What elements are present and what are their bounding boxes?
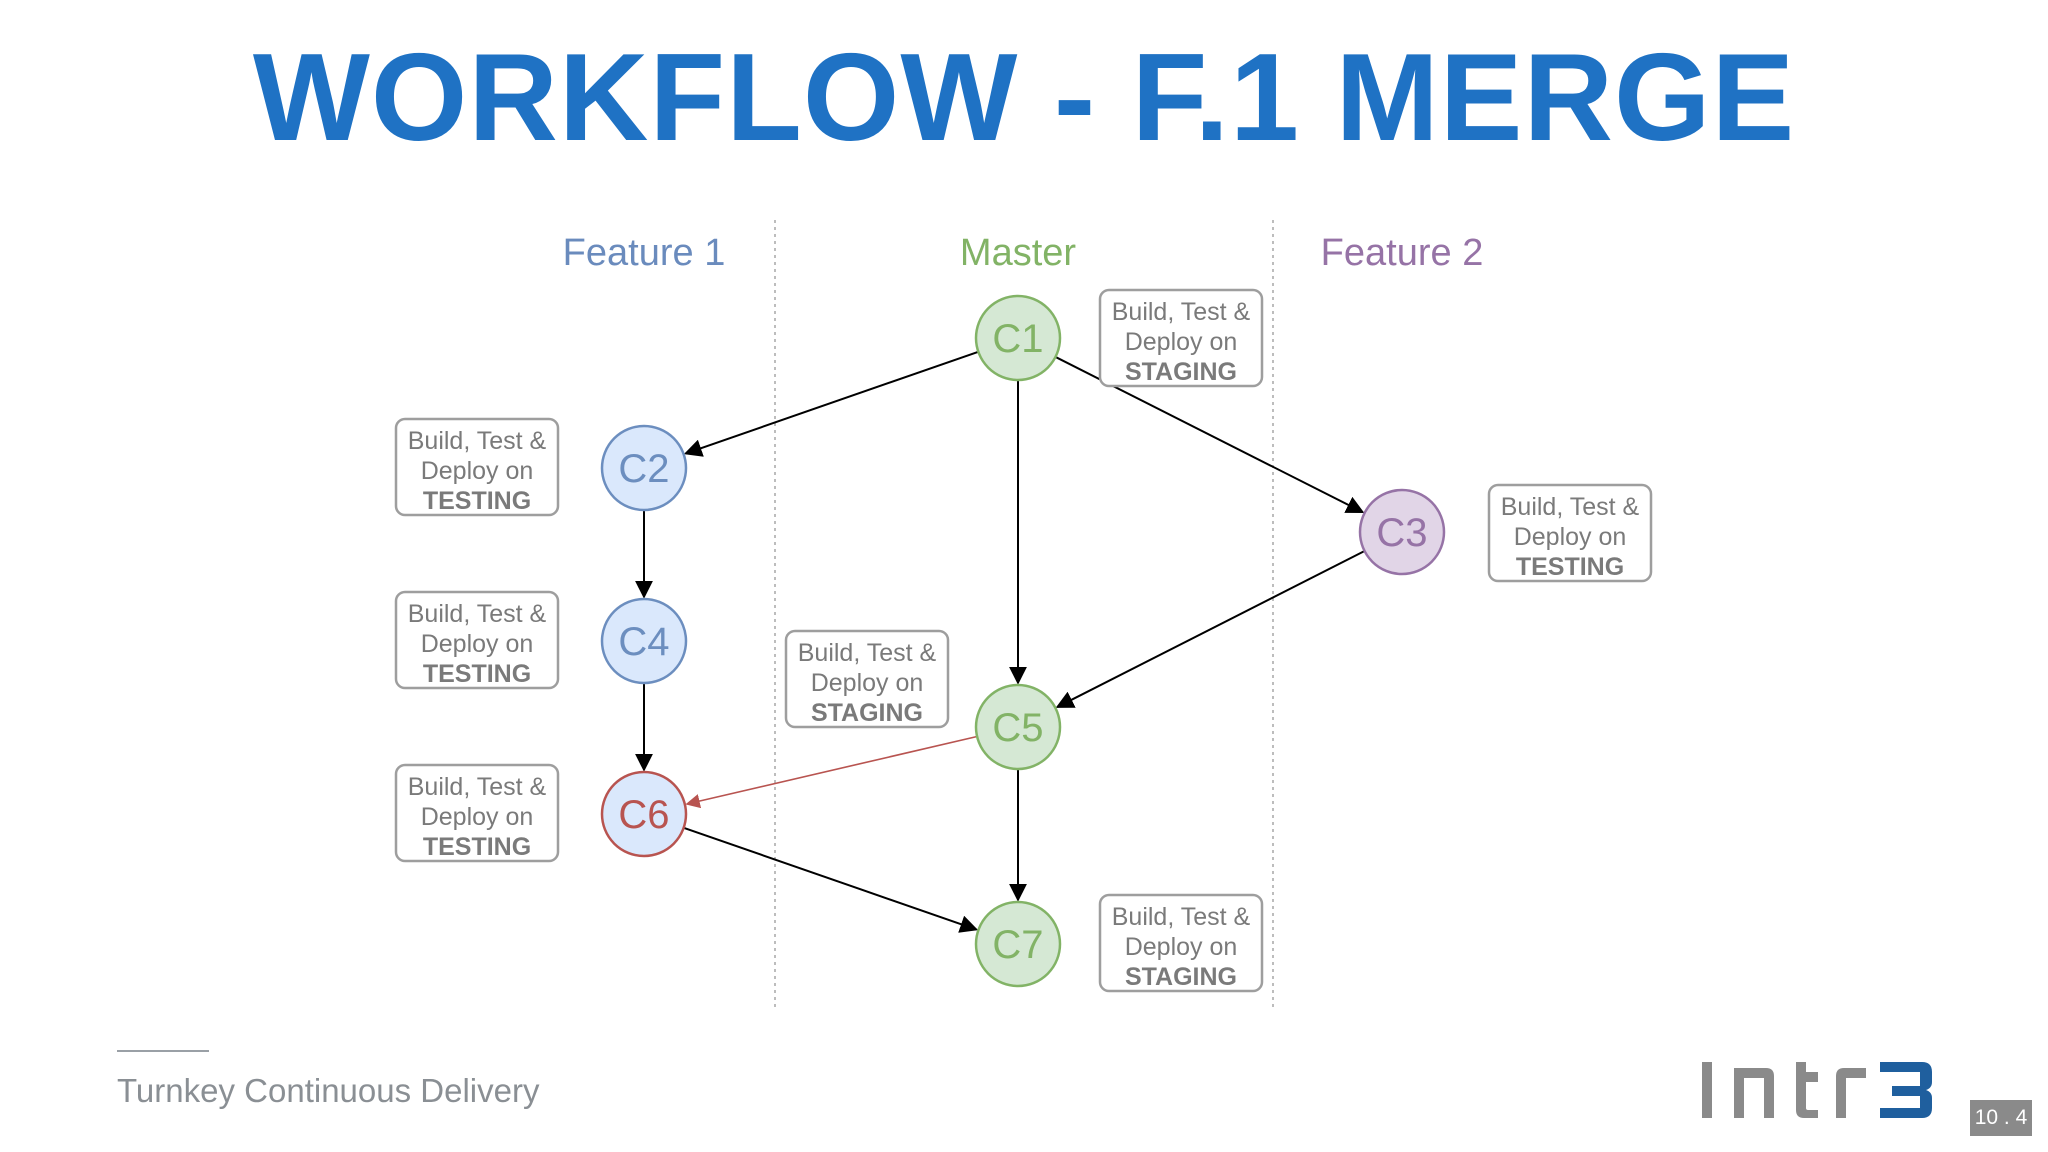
deploy-box-env: TESTING [423, 487, 531, 515]
edge-c6-c7 [683, 826, 979, 933]
edge-c5-c6 [685, 735, 978, 809]
deploy-box-line1: Build, Test & [1112, 903, 1251, 931]
commit-label: C7 [992, 923, 1043, 967]
deploy-box-border [394, 763, 560, 863]
deploy-box-border [784, 629, 950, 729]
commit-node-c3: C3 [1358, 488, 1446, 576]
commit-circle [600, 597, 688, 685]
deploy-box-line1: Build, Test & [1501, 493, 1640, 521]
commit-label: C6 [618, 793, 669, 837]
commit-circle [600, 770, 688, 858]
deploy-box-line2: Deploy on [421, 457, 534, 485]
deploy-box-line1: Build, Test & [798, 639, 937, 667]
footer-divider [117, 1050, 209, 1052]
deploy-box-line2: Deploy on [421, 803, 534, 831]
deploy-box-line1: Build, Test & [408, 773, 547, 801]
commit-circle [974, 900, 1062, 988]
deploy-box-line2: Deploy on [1125, 328, 1238, 356]
deploy-box-line1: Build, Test & [408, 600, 547, 628]
deploy-box-env: STAGING [1125, 963, 1237, 991]
deploy-box-env: TESTING [423, 660, 531, 688]
lane-label-feature2: Feature 2 [1321, 232, 1484, 274]
deploy-box-env: TESTING [1516, 553, 1624, 581]
deploy-box-border [1487, 483, 1653, 583]
slide-title: WORKFLOW - F.1 MERGE [252, 29, 1796, 167]
lane-label-feature1: Feature 1 [563, 232, 726, 274]
commit-node-c6: C6 [600, 770, 688, 858]
commit-node-c1: C1 [974, 294, 1062, 382]
deploy-box-line1: Build, Test & [1112, 298, 1251, 326]
footer-text: Turnkey Continuous Delivery [117, 1072, 540, 1109]
commit-circle [1358, 488, 1446, 576]
commit-node-c2: C2 [600, 424, 688, 512]
deploy-box-line1: Build, Test & [408, 427, 547, 455]
deploy-box-border [1098, 288, 1264, 388]
deploy-box-border [394, 590, 560, 690]
commit-label: C4 [618, 620, 669, 664]
deploy-box-env: TESTING [423, 833, 531, 861]
deploy-box-border [394, 417, 560, 517]
commit-circle [600, 424, 688, 512]
commit-node-c5: C5 [974, 683, 1062, 771]
commit-label: C5 [992, 706, 1043, 750]
intr3-logo [1702, 1062, 1932, 1118]
commit-label: C2 [618, 447, 669, 491]
commit-circle [974, 294, 1062, 382]
edge-c3-c5 [1055, 550, 1366, 708]
commit-circle [974, 683, 1062, 771]
commit-label: C1 [992, 317, 1043, 361]
deploy-box-env: STAGING [1125, 358, 1237, 386]
deploy-box-line2: Deploy on [1514, 523, 1627, 551]
lane-label-master: Master [960, 232, 1076, 274]
edge-c1-c2 [683, 350, 979, 457]
deploy-box-line2: Deploy on [1125, 933, 1238, 961]
deploy-box-env: STAGING [811, 699, 923, 727]
commit-node-c7: C7 [974, 900, 1062, 988]
commit-label: C3 [1376, 511, 1427, 555]
deploy-box-border [1098, 893, 1264, 993]
deploy-box-line2: Deploy on [421, 630, 534, 658]
deploy-box-line2: Deploy on [811, 669, 924, 697]
page-number: 10 . 4 [1970, 1100, 2032, 1136]
commit-node-c4: C4 [600, 597, 688, 685]
